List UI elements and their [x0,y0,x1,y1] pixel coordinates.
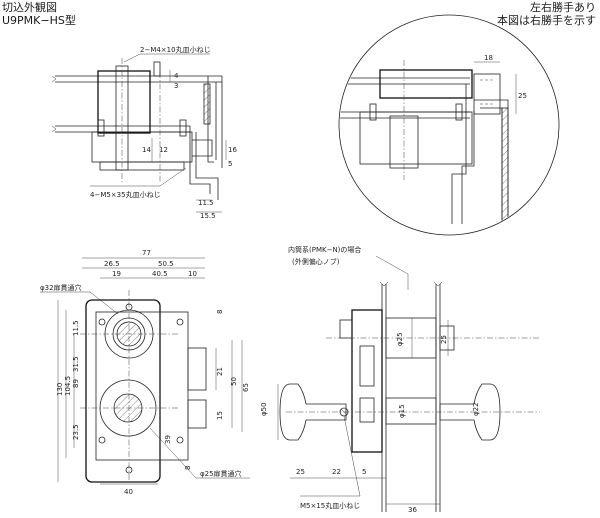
model-name: U9PMK−HS型 [2,14,76,27]
callout-inner-case-sub: (外側偏心ノブ) [292,257,340,266]
dim-40: 40 [124,488,133,496]
callout-inner-case: 内筒系(PMK−N)の場合 [288,245,361,254]
dim-31-5: 31.5 [72,356,80,372]
dim-8-a: 8 [216,310,224,314]
side-section-view: 内筒系(PMK−N)の場合 (外側偏心ノブ) φ25 φ50 φ15 φ22 [260,245,540,514]
dim-130: 130 [56,383,64,396]
dim-26-5: 26.5 [104,260,120,268]
dim-23-5: 23.5 [72,424,80,440]
callout-bottom-screw: 4−M5×35丸皿小ねじ [90,190,161,199]
dim-4: 4 [174,72,179,80]
dim-10: 10 [188,270,197,278]
dim-11-5: 11.5 [198,199,214,207]
front-elevation-view: 77 26.5 50.5 19 40.5 10 130 104. [40,249,250,496]
dim-50-5: 50.5 [158,260,174,268]
dim-phi-25: φ25 [396,332,404,346]
dim-14: 14 [142,146,151,154]
dim-77: 77 [142,249,151,257]
handedness-note: 左右勝手あり [530,1,596,14]
dim-5: 5 [228,160,232,168]
dim-3: 3 [174,82,178,90]
dim-15: 15 [216,411,224,420]
dim-25-detail: 25 [518,92,527,100]
callout-hole-32: φ32扉貫通穴 [40,283,82,292]
detail-circle-view: 18 25 [338,14,560,236]
dim-phi-15: φ15 [398,404,406,418]
dim-18: 18 [484,54,493,62]
dim-11-5-front: 11.5 [72,320,80,336]
callout-top-screw: 2−M4×10丸皿小ねじ [140,45,211,54]
dim-21: 21 [216,367,224,376]
dim-12: 12 [159,146,168,154]
drawing-title: 切込外観図 [2,1,57,14]
cutout-plan-view: 4 3 14 12 16 5 11.5 15.5 2−M4×10丸皿小ねじ 4−… [51,45,237,220]
dim-39: 39 [164,435,172,444]
dim-8-b: 8 [184,466,192,470]
dim-50: 50 [230,377,238,386]
dim-phi-50: φ50 [260,402,268,416]
dim-40-5: 40.5 [152,270,168,278]
dim-65: 65 [242,383,250,392]
dim-19: 19 [112,270,121,278]
dim-104-5: 104.5 [64,376,72,396]
dim-22: 22 [332,468,341,476]
callout-screw-m5x15: M5×15丸皿小ねじ [300,501,360,510]
callout-hole-25: φ25扉貫通穴 [200,469,242,478]
handedness-note-detail: 本図は右勝手を示す [497,14,596,27]
dim-25-bottom: 25 [296,468,305,476]
dim-5: 5 [362,468,366,476]
dim-15-5: 15.5 [200,212,216,220]
dim-36: 36 [408,506,417,514]
dim-25-side: 25 [440,335,448,344]
dim-16: 16 [228,146,237,154]
dim-89: 89 [72,379,80,388]
dim-phi-22: φ22 [472,402,480,416]
